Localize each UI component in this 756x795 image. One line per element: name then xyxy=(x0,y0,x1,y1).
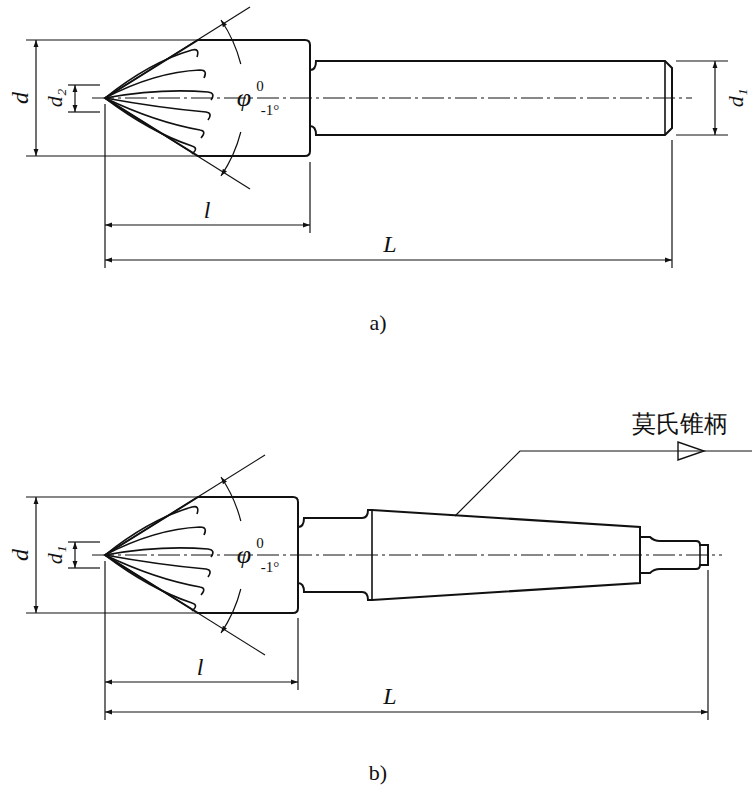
dimension-symbol: d xyxy=(8,549,32,561)
dimension-symbol: l xyxy=(204,198,211,222)
figure-label: b) xyxy=(369,762,387,784)
figure-label: a) xyxy=(369,312,386,334)
tolerance-value: -1° xyxy=(261,560,280,575)
tolerance-value: 0 xyxy=(256,79,264,94)
figure-b xyxy=(26,442,752,720)
dimension-symbol: l xyxy=(197,655,204,679)
dimension-symbol: d xyxy=(8,92,32,104)
angle-symbol: φ xyxy=(237,85,251,111)
angle-symbol: φ xyxy=(237,542,251,568)
dimension-symbol: d₂ xyxy=(44,89,66,108)
tolerance-value: 0 xyxy=(256,536,264,551)
dimension-symbol: d₁ xyxy=(44,546,66,565)
dimension-symbol: L xyxy=(383,684,396,708)
figure-a xyxy=(26,7,728,268)
tolerance-value: -1° xyxy=(261,103,280,118)
dimension-symbol: L xyxy=(383,232,396,256)
dimension-symbol: d₁ xyxy=(725,89,747,108)
part-name: 莫氏锥柄 xyxy=(632,412,728,436)
